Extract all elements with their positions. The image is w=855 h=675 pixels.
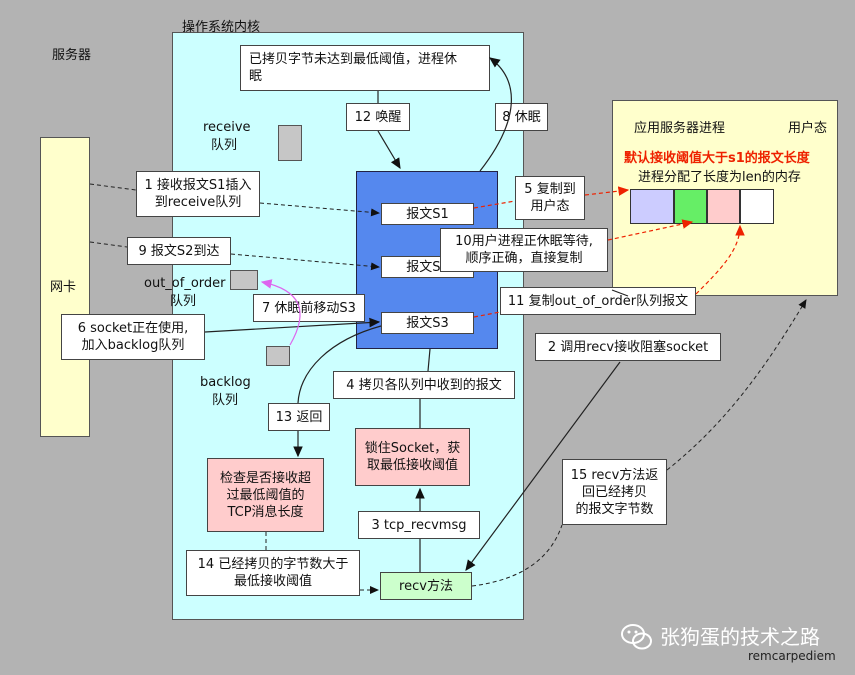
packet-s3: 报文S3 [381,312,474,334]
step-3-box: 3 tcp_recvmsg [358,511,480,539]
step-13-box: 13 返回 [268,403,330,431]
step-15-line2: 回已经拷贝 [581,484,647,500]
ooo-queue-label-2: 队列 [170,294,197,309]
step-7-box: 7 休眠前移动S3 [253,294,365,322]
kernel-label: 操作系统内核 [182,20,261,35]
step-15-box: 15 recv方法返 回已经拷贝 的报文字节数 [562,459,667,525]
step-6-box: 6 socket正在使用, 加入backlog队列 [61,314,205,360]
watermark-sub: remcarpediem [748,649,836,663]
memory-cell-3 [707,189,740,224]
step-14-line2: 最低接收阈值 [233,574,312,589]
step-14-box: 14 已经拷贝的字节数大于 最低接收阈值 [186,550,360,596]
step-14-line1: 14 已经拷贝的字节数大于 [197,557,349,572]
ooo-queue-label-1: out_of_order [144,276,226,291]
step-1-line2: 到receive队列 [154,195,242,210]
recv-method-box: recv方法 [380,572,472,600]
step-10-box: 10用户进程正休眠等待, 顺序正确，直接复制 [440,228,608,272]
memory-cell-2 [674,189,707,224]
check-threshold-box: 检查是否接收超 过最低阈值的 TCP消息长度 [207,458,324,532]
sleep-box: 已拷贝字节未达到最低阈值，进程休 眠 [240,45,490,91]
step-1-line1: 1 接收报文S1插入 [144,178,252,193]
nic-box [40,137,90,437]
backlog-queue-square [266,346,290,366]
step-1-box: 1 接收报文S1插入 到receive队列 [136,171,260,217]
nic-label: 网卡 [50,280,77,295]
step-4-box: 4 拷贝各队列中收到的报文 [333,371,515,399]
step-5-line2: 用户态 [530,199,570,214]
memory-cell-1 [630,189,674,224]
wechat-icon [621,624,652,650]
app-title: 应用服务器进程 [634,121,726,136]
step-5-line1: 5 复制到 [524,182,576,197]
step-10-line2: 顺序正确，直接复制 [465,251,583,266]
step-9-box: 9 报文S2到达 [127,237,231,265]
receive-queue-label-2: 队列 [211,138,238,153]
packet-s1: 报文S1 [381,203,474,225]
lock-line1: 锁住Socket，获 [364,441,461,456]
step-12-wake: 12 唤醒 [346,103,410,131]
lock-line2: 取最低接收阈值 [366,458,458,473]
step-5-box: 5 复制到 用户态 [515,176,585,220]
server-label: 服务器 [52,48,92,63]
check-line1: 检查是否接收超 [219,470,311,486]
threshold-note: 默认接收阈值大于s1的报文长度 [624,151,810,166]
step-11-box: 11 复制out_of_order队列报文 [500,287,696,315]
memory-cell-4 [740,189,774,224]
step-8-sleep: 8 休眠 [495,103,548,131]
step-2-box: 2 调用recv接收阻塞socket [535,333,721,361]
step-15-line3: 的报文字节数 [575,501,654,517]
backlog-queue-label-2: 队列 [212,393,239,408]
sleep-box-line1: 已拷贝字节未达到最低阈值，进程休 [249,52,458,67]
step-10-line1: 10用户进程正休眠等待, [455,234,593,249]
step-6-line2: 加入backlog队列 [81,338,185,353]
backlog-queue-label-1: backlog [200,375,251,390]
lock-socket-box: 锁住Socket，获 取最低接收阈值 [355,428,470,486]
check-line3: TCP消息长度 [227,504,304,520]
user-mode-label: 用户态 [788,121,828,136]
receive-queue-label-1: receive [203,120,251,135]
step-6-line1: 6 socket正在使用, [77,321,189,336]
receive-queue-square [278,125,302,161]
ooo-queue-square [230,270,258,290]
sleep-box-line2: 眠 [249,69,263,84]
check-line2: 过最低阈值的 [226,487,305,503]
alloc-note: 进程分配了长度为len的内存 [638,170,801,185]
step-15-line1: 15 recv方法返 [570,467,659,483]
watermark-title: 张狗蛋的技术之路 [660,625,820,649]
